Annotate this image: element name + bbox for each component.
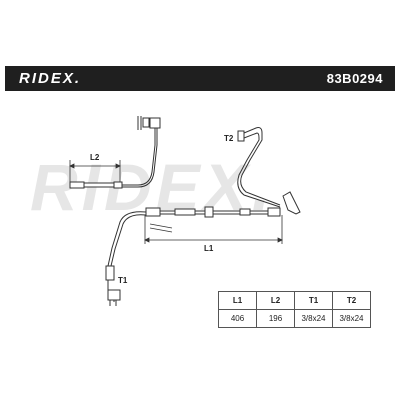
t2-label: T2 [224,134,234,143]
l2-dimension [69,160,121,185]
table-header-row: L1 L2 T1 T2 [218,291,371,310]
header-t2: T2 [332,291,371,310]
lower-hose [105,211,147,306]
value-l2: 196 [256,309,295,328]
header-t1: T1 [294,291,333,310]
table-row: 406 196 3/8x24 3/8x24 [218,309,371,328]
part-number: 83B0294 [326,71,383,86]
dimensions-table: L1 L2 T1 T2 406 196 3/8x24 3/8x24 [218,291,371,328]
header-l1: L1 [218,291,257,310]
main-hose [145,206,281,218]
value-t1: 3/8x24 [294,309,333,328]
header-bar: RIDEX. 83B0294 [5,66,395,91]
t1-label: T1 [118,276,128,285]
l2-label: L2 [90,153,100,162]
value-l1: 406 [218,309,257,328]
l1-label: L1 [204,244,214,253]
upper-hose [69,116,161,189]
value-t2: 3/8x24 [332,309,371,328]
right-pipe [237,127,301,215]
l1-dimension [144,215,283,244]
header-l2: L2 [256,291,295,310]
brand-logo: RIDEX. [19,70,82,87]
